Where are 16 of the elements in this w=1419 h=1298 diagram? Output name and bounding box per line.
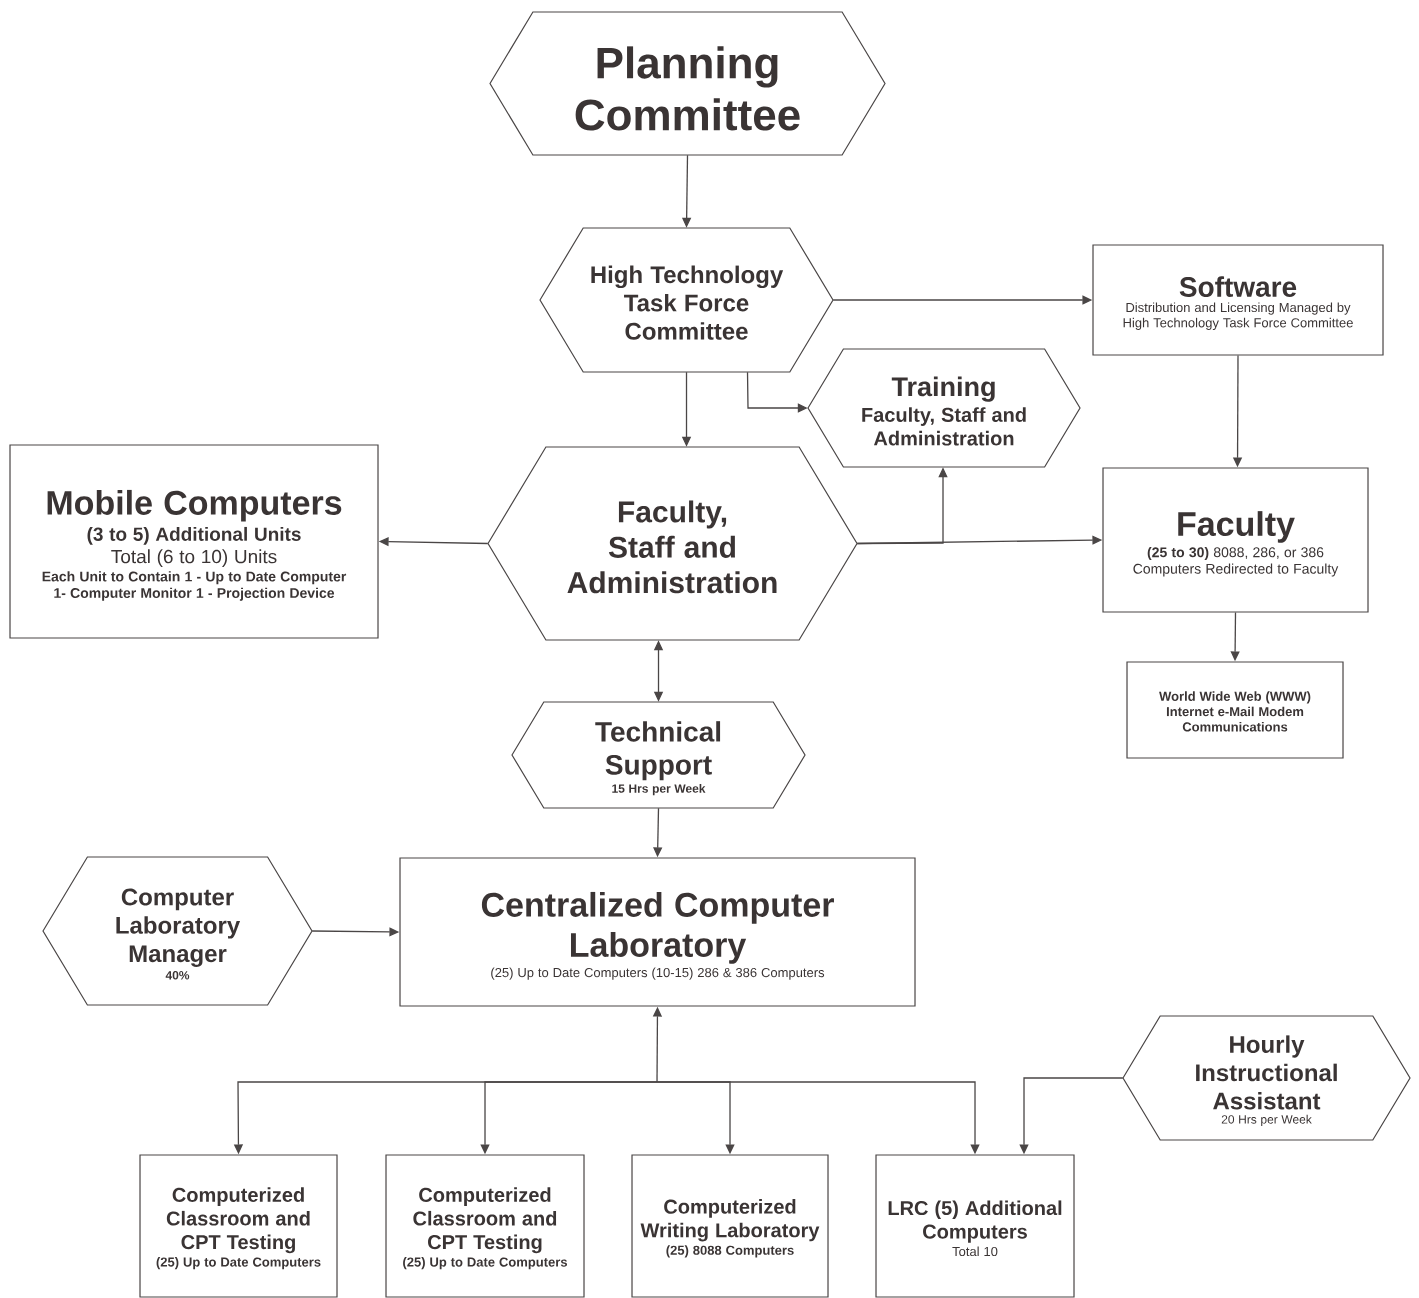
process-box: Centralized Computer Laboratory (25) Up to Date Computers (10-15) 286 & 386 Computers [399,857,916,1007]
hexagon-node: High Technology Task Force Committee [539,227,834,373]
process-box: Software Distribution and Licensing Managed by High Technology Task Force Committee [1092,244,1384,356]
hexagon-node: Training Faculty, Staff and Administration [807,348,1081,468]
process-box: World Wide Web (WWW) Internet e-Mail Modem Communications [1126,661,1344,759]
process-box: Mobile Computers (3 to 5) Additional Units Total (6 to 10) Units Each Unit to Contain 1 - Up to Date Computer 1- Computer Monitor 1 - Projection Device [9,444,379,639]
process-box: Computerized Classroom and CPT Testing (25) Up to Date Computers [385,1154,585,1298]
process-box: LRC (5) Additional Computers Total 10 [875,1154,1075,1298]
hexagon-node: Technical Support 15 Hrs per Week [511,701,806,809]
hexagon-node: Hourly Instructional Assistant 20 Hrs per Week [1122,1015,1411,1141]
process-box: Computerized Writing Laboratory (25) 8088 Computers [631,1154,829,1298]
process-box: Computerized Classroom and CPT Testing (25) Up to Date Computers [139,1154,338,1298]
hexagon-node: Faculty, Staff and Administration [487,446,858,641]
hexagon-node: Planning Committee [489,11,886,156]
hexagon-node: Computer Laboratory Manager 40% [42,856,313,1006]
process-box: Faculty (25 to 30) 8088, 286, or 386 Computers Redirected to Faculty [1102,467,1369,613]
